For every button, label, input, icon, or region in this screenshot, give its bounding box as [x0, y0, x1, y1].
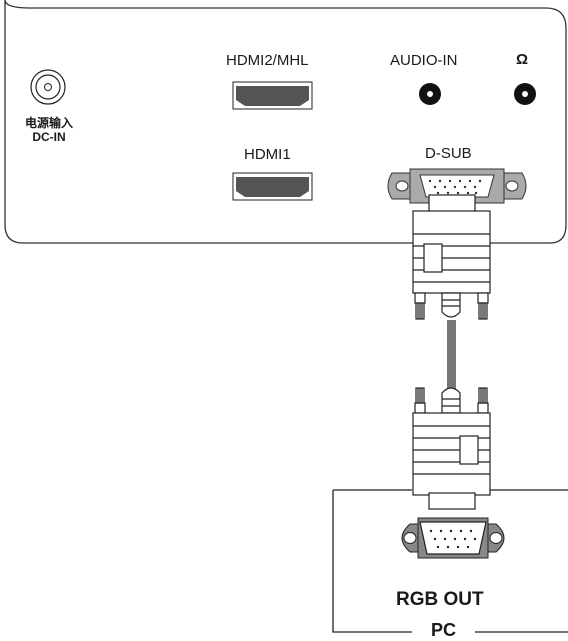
vga-port-icon [401, 517, 505, 559]
vga-cable-plug-icon [412, 194, 491, 320]
headphone-jack-icon [514, 83, 536, 105]
pc-box [332, 489, 568, 633]
hdmi2-label: HDMI2/MHL [226, 52, 309, 69]
hdmi1-label: HDMI1 [244, 146, 291, 163]
dc-in-label-cn: 电源输入 [24, 116, 73, 130]
hdmi2-port-icon [232, 81, 313, 110]
rgb-out-label: RGB OUT [396, 589, 484, 610]
dsub-label: D-SUB [425, 145, 472, 162]
monitor-back-panel [4, 0, 567, 244]
vga-cable [447, 320, 456, 392]
dc-in-jack-icon [30, 69, 66, 105]
hdmi1-port-icon [232, 172, 313, 201]
headphone-icon: Ω [516, 51, 529, 68]
audio-jack-icon [419, 83, 441, 105]
vga-cable-plug-icon [412, 387, 491, 510]
audio-in-label: AUDIO-IN [390, 52, 458, 69]
pc-label: PC [431, 620, 457, 640]
dc-in-label: DC-IN [32, 130, 66, 144]
